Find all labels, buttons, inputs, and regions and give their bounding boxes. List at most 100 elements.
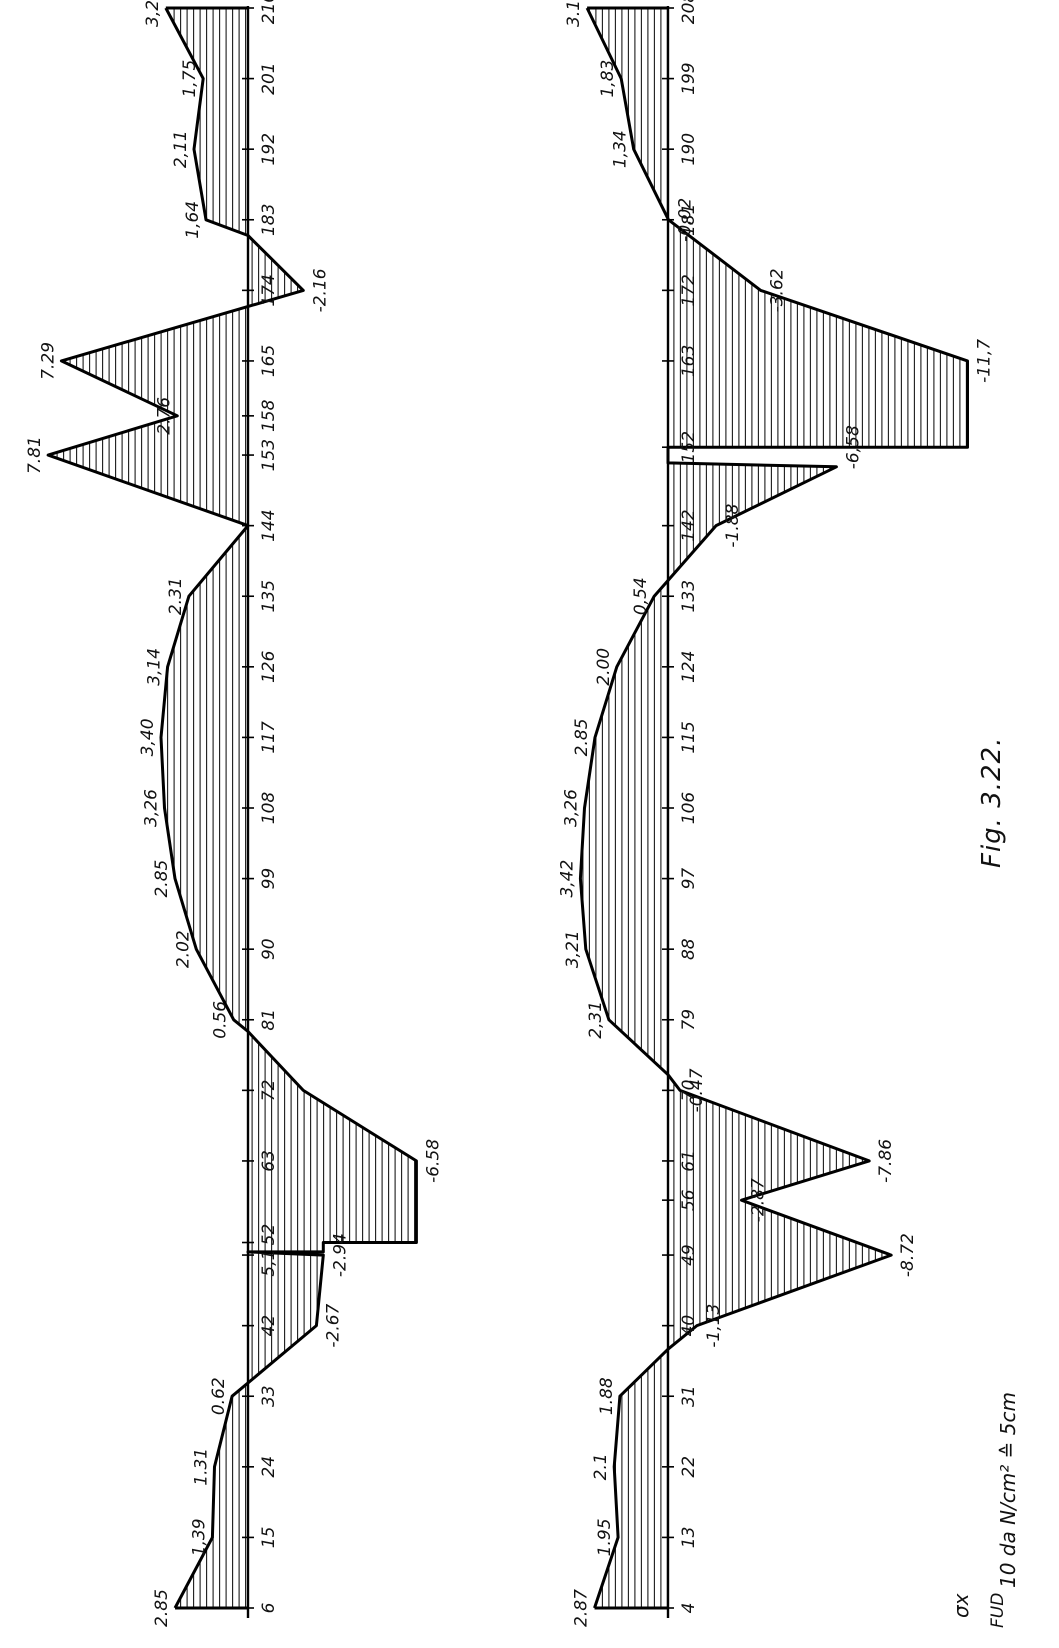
- value-label: -2.67: [323, 1303, 343, 1347]
- tick-label: 56: [679, 1189, 699, 1211]
- tick-label: 192: [259, 133, 279, 165]
- tick-label: 115: [679, 721, 699, 753]
- tick-label: 88: [679, 938, 699, 960]
- tick-label: 52: [259, 1224, 279, 1246]
- value-label: -1,13: [704, 1304, 724, 1348]
- lower-stress-chart: 4132231404956617079889710611512413314215…: [557, 0, 994, 1627]
- value-label: -7.86: [876, 1139, 896, 1183]
- tick-label: 42: [259, 1315, 279, 1337]
- tick-label: 165: [259, 345, 279, 377]
- tick-label: 106: [679, 792, 699, 825]
- tick-label: 61: [679, 1150, 699, 1172]
- fud-label: FUD: [988, 1593, 1008, 1628]
- tick-label: 15: [259, 1527, 279, 1549]
- value-label: -3.62: [768, 268, 788, 312]
- tick-label: 142: [679, 509, 699, 541]
- value-label: 3,21: [143, 0, 163, 27]
- value-label: 0.56: [211, 1001, 231, 1039]
- tick-label: 163: [679, 345, 699, 377]
- value-label: -0.47: [687, 1068, 707, 1112]
- tick-label: 97: [679, 868, 699, 890]
- value-label: -8.72: [898, 1233, 918, 1277]
- tick-label: 13: [679, 1527, 699, 1549]
- tick-label: 181: [679, 204, 699, 236]
- tick-label: 81: [259, 1009, 279, 1031]
- tick-label: 79: [679, 1009, 699, 1031]
- value-label: 2.76: [154, 397, 174, 435]
- value-label: -6.58: [423, 1139, 443, 1183]
- tick-label: 63: [259, 1150, 279, 1172]
- stress-outline: [578, 7, 969, 1609]
- value-label: 1,34: [611, 130, 631, 168]
- tick-label: 201: [259, 62, 279, 94]
- tick-label: 172: [679, 274, 699, 306]
- tick-label: 117: [259, 721, 279, 754]
- value-label: 7.81: [25, 436, 45, 474]
- value-label: -0,02: [676, 198, 696, 242]
- tick-label: 144: [259, 509, 279, 541]
- value-label: -2.16: [310, 268, 330, 312]
- value-label: 2.1: [591, 1453, 611, 1480]
- value-label: 3.16: [564, 0, 584, 27]
- value-label: 2.85: [572, 718, 592, 756]
- tick-label: 135: [259, 580, 279, 612]
- tick-label: 152: [679, 431, 699, 463]
- tick-label: 153: [259, 439, 279, 471]
- value-label: -11,7: [975, 339, 995, 383]
- upper-stress-chart: 6 15 24 33 42 5,1 52 63 72 81 90 99 108 117 126 135 144 1…: [25, 0, 443, 1627]
- tick-label: 90: [259, 938, 279, 960]
- value-label: -1.88: [723, 503, 743, 547]
- value-label: 7.29: [38, 342, 58, 380]
- tick-label: 108: [259, 792, 279, 825]
- tick-label: 190: [679, 133, 699, 165]
- tick-label: 49: [679, 1244, 699, 1266]
- tick-label: 4: [679, 1603, 699, 1614]
- figure-caption: Fig. 3.22.: [977, 737, 1007, 868]
- value-label: 1.31: [192, 1448, 212, 1486]
- tick-label: 40: [679, 1315, 699, 1337]
- value-label: 3,26: [562, 789, 582, 827]
- value-label: 3,21: [563, 930, 583, 968]
- tick-label: 124: [679, 651, 699, 683]
- value-label: 3,26: [142, 789, 162, 827]
- value-label: 0.62: [209, 1377, 229, 1415]
- tick-label: 6: [259, 1602, 279, 1613]
- tick-label: 183: [259, 204, 279, 236]
- value-label: 1,83: [598, 60, 618, 98]
- tick-label: 126: [259, 650, 279, 683]
- tick-label: 99: [259, 868, 279, 890]
- scale-label: 10 da N/cm² ≙ 5cm: [996, 1392, 1020, 1588]
- value-label: -2.87: [749, 1178, 769, 1222]
- hatch-fill: [50, 8, 416, 1608]
- tick-label: 174: [259, 274, 279, 306]
- tick-label: 208: [679, 0, 699, 24]
- value-label: 3,14: [145, 648, 165, 686]
- tick-label: 31: [679, 1385, 699, 1407]
- value-label: 2.85: [152, 860, 172, 898]
- hatch-fill: [582, 8, 967, 1608]
- value-label: 1.88: [597, 1377, 617, 1415]
- value-label: 2.85: [152, 1589, 172, 1627]
- tick-label: 210: [259, 0, 279, 24]
- value-label: 2,31: [586, 1001, 606, 1039]
- value-label: 3,40: [138, 718, 158, 756]
- tick-label: 5,1: [259, 1250, 279, 1277]
- value-label: 0,54: [631, 577, 651, 615]
- tick-label: 33: [259, 1385, 279, 1407]
- value-label: 1,39: [189, 1518, 209, 1556]
- tick-label: 24: [259, 1456, 279, 1478]
- value-label: 2.02: [173, 930, 193, 968]
- value-label: 2.31: [166, 577, 186, 615]
- value-label: 3,42: [557, 860, 577, 898]
- stress-symbol: σx: [949, 1593, 973, 1618]
- tick-label: 22: [679, 1456, 699, 1478]
- value-label: 1,75: [180, 60, 200, 98]
- value-label: 2.87: [572, 1589, 592, 1627]
- value-label: 1,64: [183, 201, 203, 239]
- tick-label: 72: [259, 1080, 279, 1102]
- value-label: 2.00: [594, 648, 614, 686]
- stress-outline: [46, 7, 418, 1609]
